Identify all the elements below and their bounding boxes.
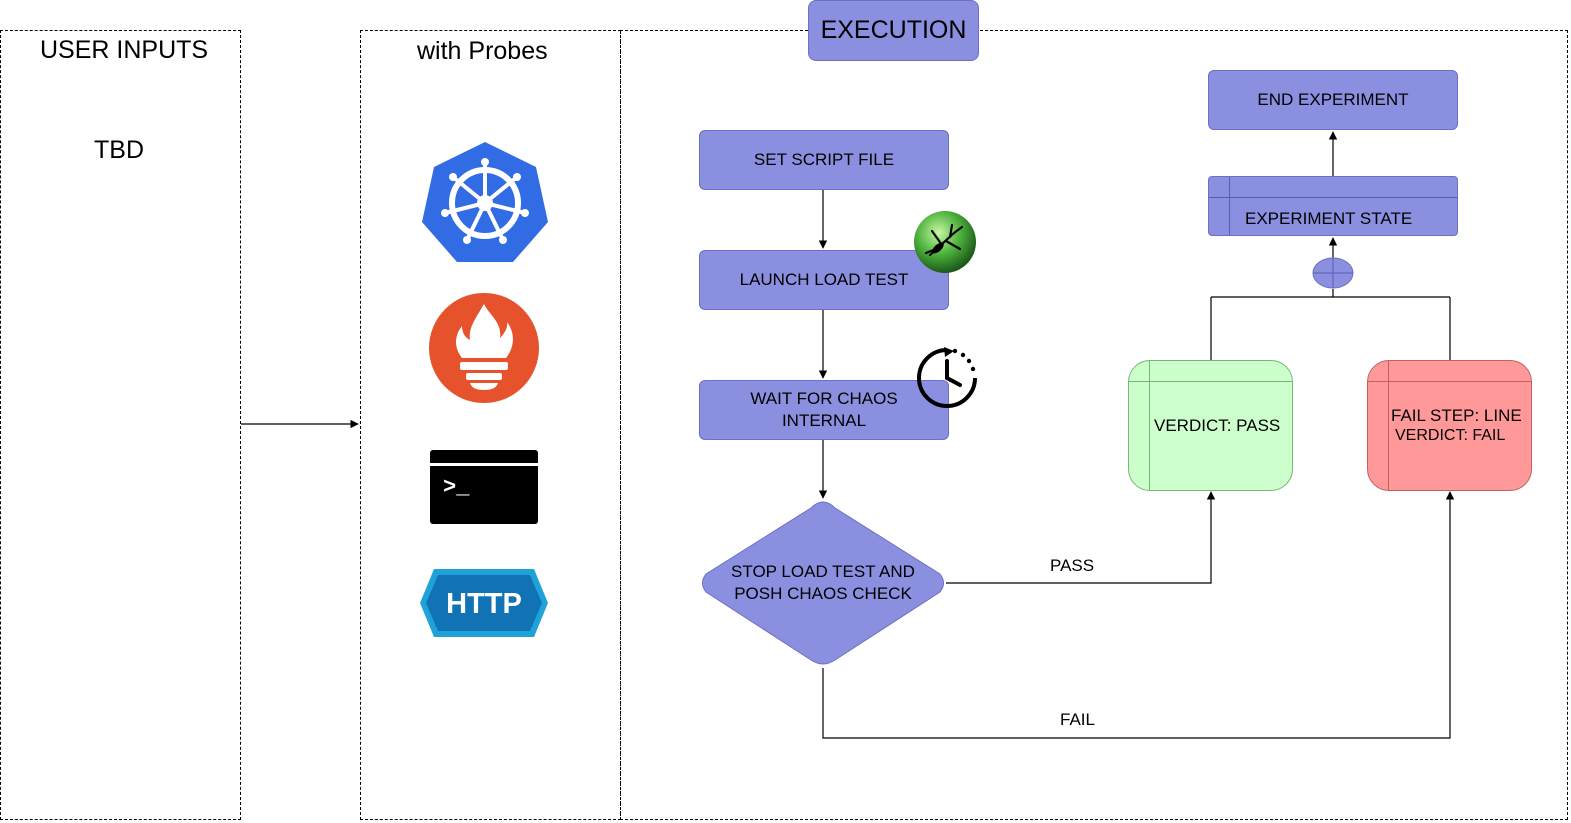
verdict-fail-label: VERDICT: FAIL	[1395, 427, 1506, 444]
user-inputs-title: USER INPUTS	[40, 36, 209, 64]
verdict-pass-box: VERDICT: PASS	[1128, 360, 1293, 491]
pass-edge-label: PASS	[1050, 556, 1095, 575]
set-script-file-step: SET SCRIPT FILE	[699, 130, 949, 190]
end-experiment-box: END EXPERIMENT	[1208, 70, 1458, 130]
stop-check-label-line2: POSH CHAOS CHECK	[734, 584, 912, 603]
experiment-state-divider-v	[1229, 177, 1230, 235]
set-script-file-label: SET SCRIPT FILE	[753, 150, 895, 169]
fail-edge-label: FAIL	[1060, 710, 1095, 729]
http-icon-text: HTTP	[446, 588, 522, 620]
arrow-pass-path	[946, 491, 1216, 584]
kubernetes-icon	[422, 142, 548, 262]
verdict-pass-divider-v	[1149, 361, 1150, 490]
wait-for-chaos-step: WAIT FOR CHAOS INTERNAL	[699, 380, 949, 440]
arrow-fail-path	[822, 491, 1455, 739]
timer-icon	[917, 347, 977, 408]
stop-check-label-line1: STOP LOAD TEST AND	[731, 562, 915, 581]
experiment-state-divider-h	[1209, 197, 1457, 198]
locust-icon	[914, 211, 976, 273]
verdict-fail-box: FAIL STEP: LINE VERDICT: FAIL	[1367, 360, 1532, 491]
fail-step-label: FAIL STEP: LINE	[1391, 406, 1522, 425]
stop-check-label: STOP LOAD TEST AND POSH CHAOS CHECK	[700, 561, 946, 605]
probes-title: with Probes	[417, 37, 548, 65]
execution-title: EXECUTION	[808, 0, 979, 61]
stop-check-diamond	[702, 501, 944, 665]
experiment-state-box: EXPERIMENT STATE	[1208, 176, 1458, 236]
terminal-prompt-text: >_	[443, 475, 470, 500]
user-inputs-body: TBD	[94, 136, 144, 164]
launch-load-test-step: LAUNCH LOAD TEST	[699, 250, 949, 310]
merge-junction	[1312, 257, 1354, 289]
http-icon: HTTP	[420, 569, 548, 637]
user-inputs-panel	[0, 30, 241, 820]
execution-panel	[620, 30, 1568, 820]
wait-for-chaos-label-line2: INTERNAL	[781, 411, 867, 430]
prometheus-icon	[429, 293, 539, 403]
verdict-fail-divider-v	[1388, 361, 1389, 490]
experiment-state-label: EXPERIMENT STATE	[1245, 209, 1413, 228]
end-experiment-label: END EXPERIMENT	[1257, 90, 1409, 109]
verdict-pass-divider-h	[1129, 381, 1292, 382]
wait-for-chaos-label-line1: WAIT FOR CHAOS	[750, 389, 898, 408]
verdict-pass-label: VERDICT: PASS	[1154, 416, 1281, 435]
verdict-fail-divider-h	[1368, 381, 1531, 382]
launch-load-test-label: LAUNCH LOAD TEST	[739, 270, 909, 289]
terminal-icon: >_	[430, 450, 538, 524]
